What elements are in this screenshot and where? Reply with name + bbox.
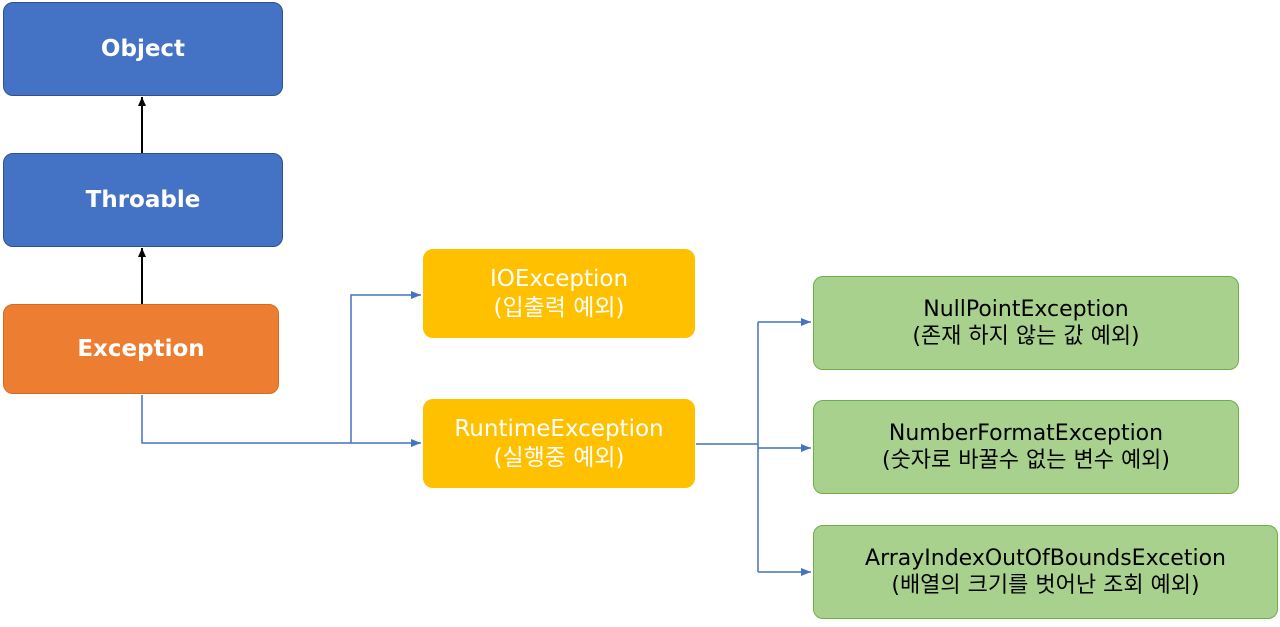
- object-label: Object: [100, 35, 186, 62]
- throwable-label: Throable: [85, 186, 201, 213]
- throwable-node: Throable: [3, 153, 283, 247]
- object-node: Object: [3, 2, 283, 96]
- runtime-exception-node: RuntimeException (실행중 예외): [423, 399, 695, 488]
- connector-exception-trunk: [141, 395, 351, 444]
- io-exception-label: IOException: [489, 265, 629, 292]
- null-point-exception-node: NullPointException (존재 하지 않는 값 예외): [813, 276, 1239, 370]
- io-exception-node: IOException (입출력 예외): [423, 249, 695, 338]
- exception-label: Exception: [77, 335, 205, 362]
- number-format-exception-node: NumberFormatException (숫자로 바꿀수 없는 변수 예외): [813, 400, 1239, 494]
- null-point-exception-label: NullPointException: [923, 296, 1129, 322]
- number-format-exception-description: (숫자로 바꿀수 없는 변수 예외): [881, 448, 1171, 473]
- exception-node: Exception: [3, 304, 279, 394]
- runtime-exception-label: RuntimeException: [454, 415, 664, 442]
- io-exception-description: (입출력 예외): [493, 294, 625, 321]
- null-point-exception-description: (존재 하지 않는 값 예외): [912, 324, 1140, 349]
- array-index-exception-node: ArrayIndexOutOfBoundsExcetion (배열의 크기를 벗…: [813, 525, 1278, 619]
- array-index-exception-label: ArrayIndexOutOfBoundsExcetion: [865, 545, 1226, 571]
- array-index-exception-description: (배열의 크기를 벗어난 조회 예외): [891, 573, 1200, 598]
- runtime-exception-description: (실행중 예외): [493, 444, 625, 471]
- number-format-exception-label: NumberFormatException: [888, 420, 1164, 446]
- arrow-to-io-exception: [350, 291, 421, 443]
